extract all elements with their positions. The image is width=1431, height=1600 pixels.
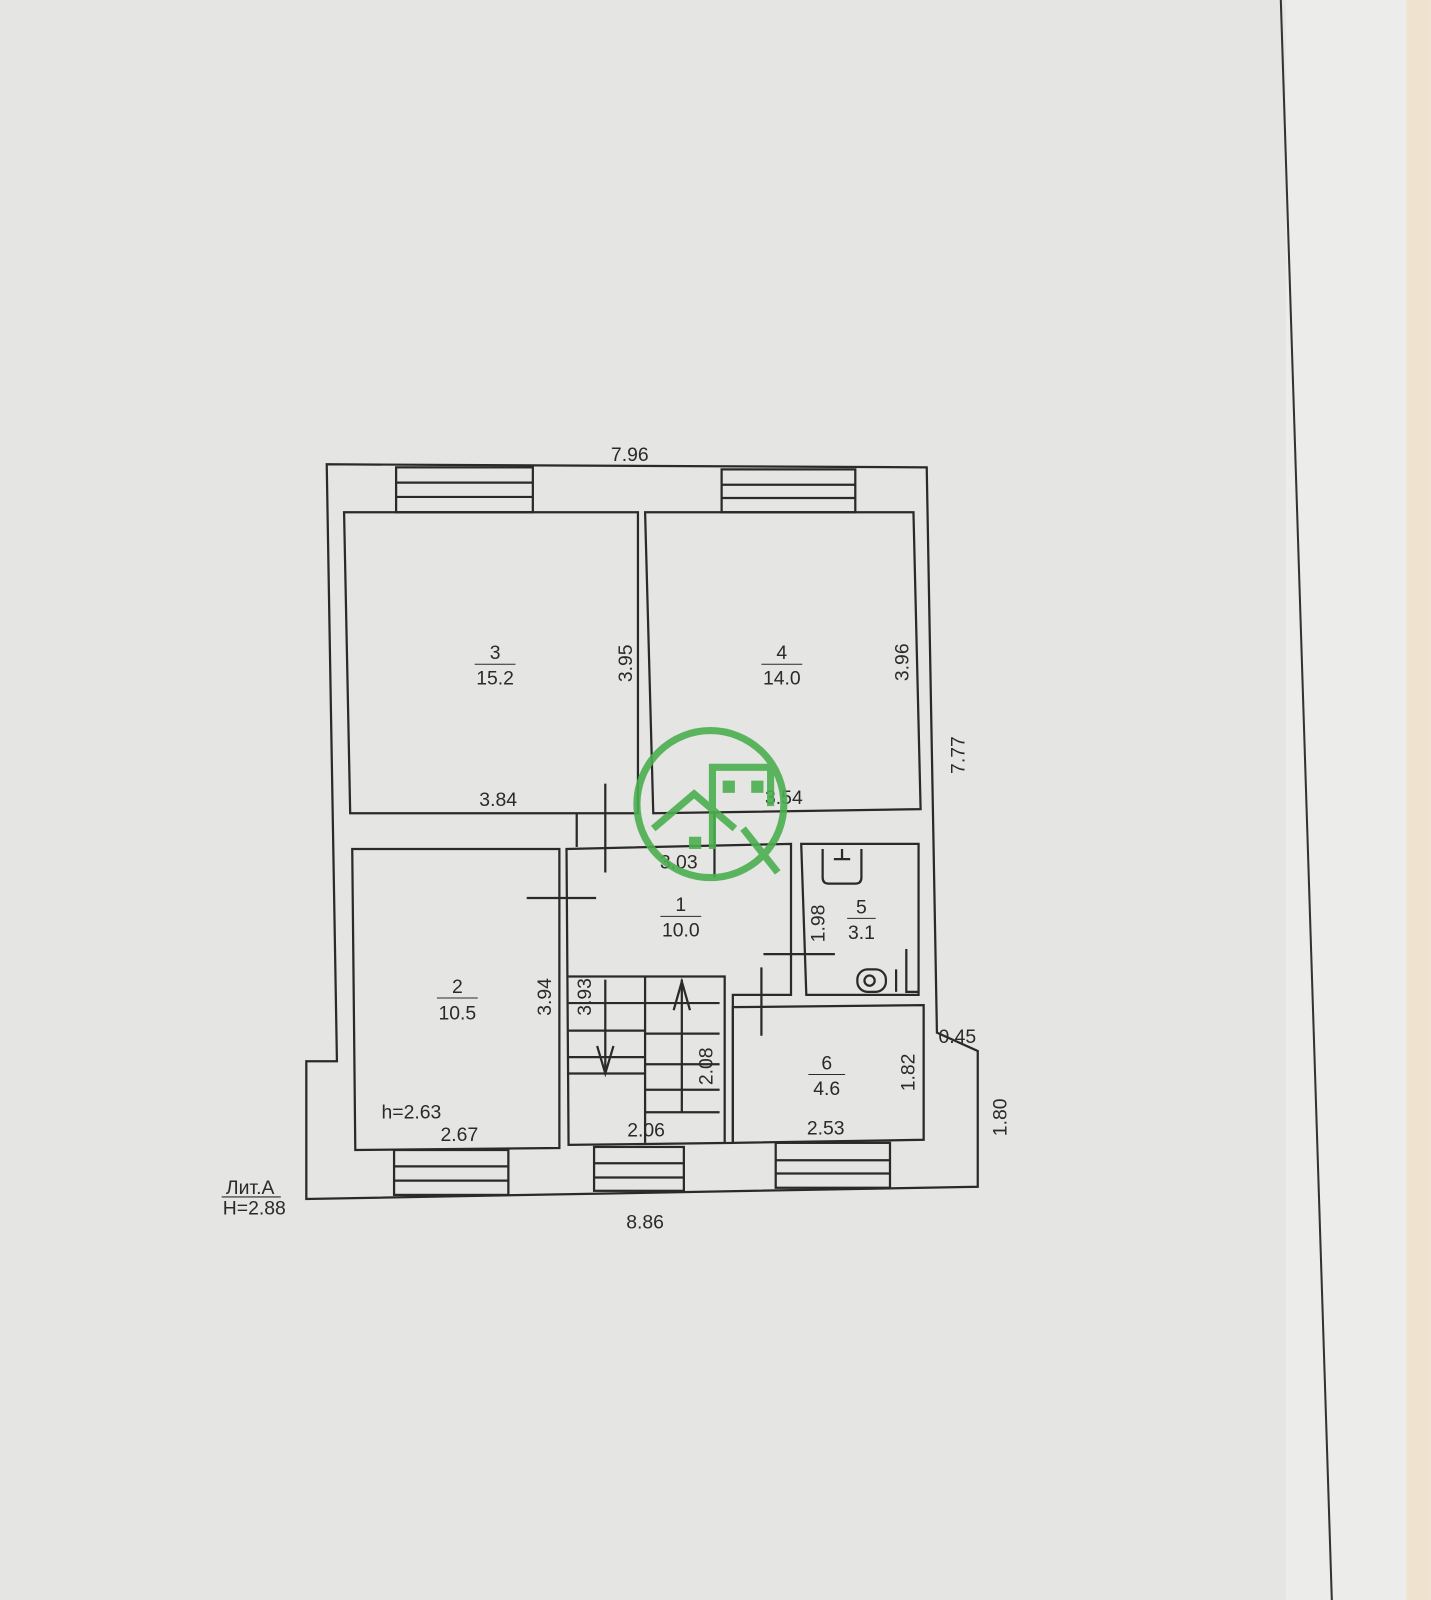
dim-room-4-depth: 3.96	[891, 643, 913, 681]
room-6-outline	[731, 1003, 925, 1144]
page-border-line	[1279, 0, 1333, 1600]
room-5-outline	[800, 842, 920, 997]
dim-room-3-depth: 3.95	[615, 644, 637, 682]
bathtub-icon	[821, 848, 863, 885]
margin-strip	[1406, 0, 1431, 1600]
dim-stairs-length: 2.08	[695, 1047, 717, 1085]
dimension-labels: 7.96 8.86 7.77 0.45 1.80 3.84 3.95 3.54 …	[221, 444, 1011, 1234]
watermark-logo-icon	[633, 727, 788, 882]
door-marks	[526, 783, 835, 1036]
windows	[392, 466, 892, 1197]
dim-step-height: 1.80	[989, 1098, 1011, 1136]
room-labels: 3 15.2 4 14.0 1 10.0 5 3.1 2 10.5 6 4.6	[436, 642, 876, 1100]
dim-stairs-width: 2.06	[627, 1120, 665, 1142]
dim-right: 7.77	[947, 736, 969, 774]
building-letter: Лит.А	[226, 1177, 275, 1199]
room-5-number: 5	[856, 896, 867, 918]
room-1-outline	[565, 842, 793, 1147]
dim-top: 7.96	[611, 444, 649, 466]
room-6-area: 4.6	[813, 1078, 840, 1100]
dim-room-3-width: 3.84	[479, 789, 517, 811]
room-1-area: 10.0	[662, 920, 700, 942]
building-height: H=2.88	[223, 1197, 286, 1219]
room-3-number: 3	[490, 642, 501, 664]
dim-room-2-depth: 3.94	[534, 978, 556, 1016]
room-2-outline	[351, 847, 561, 1152]
dim-room-6-depth: 1.82	[897, 1054, 919, 1092]
outer-wall	[305, 463, 979, 1201]
dim-step-depth: 0.45	[938, 1026, 976, 1048]
room-2-area: 10.5	[438, 1002, 476, 1024]
room-6-number: 6	[821, 1052, 832, 1074]
toilet-icon	[856, 948, 919, 993]
dim-room-6-width: 2.53	[807, 1118, 845, 1140]
ceiling-height: h=2.63	[382, 1101, 442, 1123]
room-1-number: 1	[675, 894, 686, 916]
room-4-number: 4	[776, 642, 787, 664]
dim-room-2-width: 2.67	[441, 1124, 479, 1146]
dim-room-1-depth: 3.93	[574, 978, 596, 1016]
room-3-area: 15.2	[476, 668, 514, 690]
room-4-area: 14.0	[763, 668, 801, 690]
dim-room-5-depth: 1.98	[808, 905, 830, 943]
staircase	[568, 975, 726, 1143]
room-5-area: 3.1	[848, 922, 875, 944]
dim-bottom: 8.86	[626, 1212, 664, 1234]
room-2-number: 2	[452, 976, 463, 998]
